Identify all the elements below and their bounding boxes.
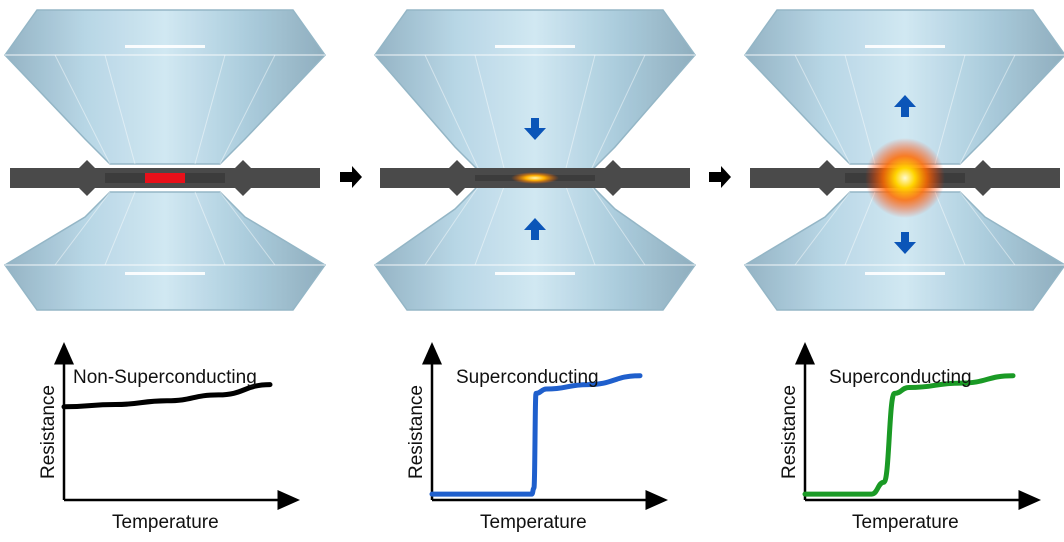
- resistance-curve: [429, 373, 643, 497]
- x-axis-label: Temperature: [112, 512, 219, 533]
- arrow-down-icon: [524, 118, 546, 140]
- arrow-up-icon: [524, 218, 546, 240]
- top-diamond-anvil: [4, 9, 326, 165]
- x-axis-label: Temperature: [852, 512, 959, 533]
- x-axis-label: Temperature: [480, 512, 587, 533]
- panel-initial: [3, 9, 327, 311]
- flow-arrow-icon: [340, 166, 362, 188]
- chart-title: Superconducting: [829, 367, 972, 388]
- chart-compressed: Superconducting Temperature Resistance: [406, 342, 668, 533]
- resistance-curve: [802, 373, 1016, 497]
- bottom-diamond-anvil: [3, 191, 327, 311]
- resistance-curve: [61, 382, 273, 410]
- sample-glow: [865, 138, 945, 218]
- sample: [145, 173, 185, 183]
- y-axis-label: Resistance: [406, 385, 427, 479]
- y-axis-label: Resistance: [38, 385, 59, 479]
- y-axis-label: Resistance: [779, 385, 800, 479]
- chart-released: Superconducting Temperature Resistance: [779, 342, 1041, 533]
- panel-released: [743, 9, 1064, 311]
- chart-initial: Non-Superconducting Temperature Resistan…: [38, 342, 300, 533]
- chart-title: Superconducting: [456, 367, 599, 388]
- panel-compressed: [373, 9, 697, 311]
- bottom-diamond-anvil: [373, 183, 697, 311]
- sample-glow: [511, 172, 559, 184]
- gasket: [750, 160, 1060, 196]
- top-diamond-anvil: [374, 9, 696, 173]
- chart-title: Non-Superconducting: [73, 367, 257, 388]
- flow-arrow-icon: [709, 166, 731, 188]
- arrow-down-icon: [894, 232, 916, 254]
- arrow-up-icon: [894, 95, 916, 117]
- top-diamond-anvil: [744, 9, 1064, 165]
